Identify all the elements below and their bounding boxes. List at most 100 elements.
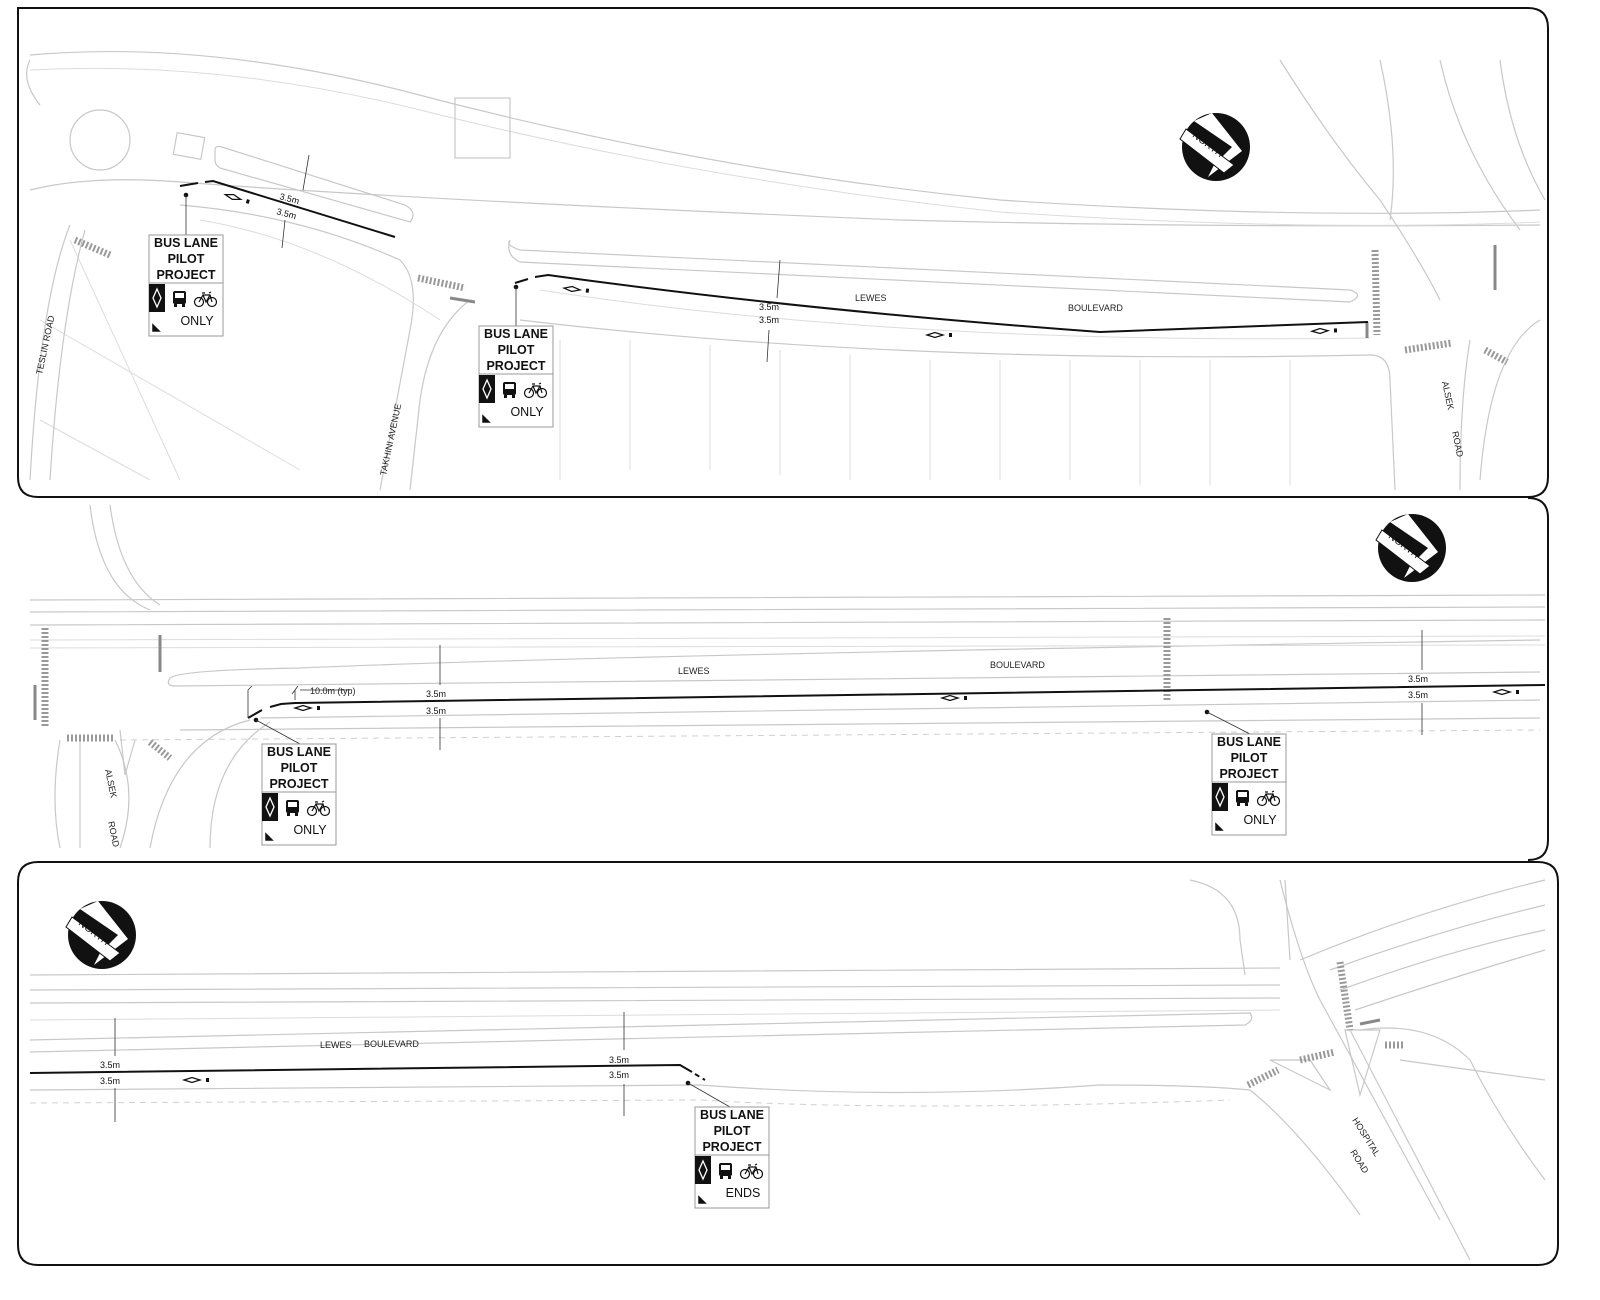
diamond-icon	[265, 796, 275, 818]
sign-word: ONLY	[510, 405, 544, 419]
bus-wheel	[182, 304, 185, 307]
sign-title-line: PILOT	[1231, 751, 1268, 765]
diamond-lane-marker	[939, 694, 967, 702]
sign-title-line: PROJECT	[269, 777, 328, 791]
bicycle-frame	[528, 382, 543, 395]
diamond-lane-marker	[181, 1076, 209, 1084]
diamond-lane-marker	[292, 704, 320, 712]
sign-title-line: PILOT	[498, 343, 535, 357]
north-arrow: NORTH	[65, 901, 136, 969]
diamond-symbol-icon	[1309, 327, 1331, 335]
bus-symbol-icon	[585, 288, 590, 293]
diamond-lane-marker	[924, 331, 952, 339]
sign-title-line: BUS LANE	[484, 327, 548, 341]
dimension-label: 3.5m	[100, 1076, 120, 1086]
north-band	[1375, 529, 1431, 575]
north-arrow: NORTH	[1179, 113, 1250, 181]
bicycle-wheel	[752, 1168, 764, 1180]
diamond-panel	[262, 793, 278, 821]
road-label-lewes: LEWES	[678, 666, 710, 676]
sign-word: ENDS	[726, 1186, 761, 1200]
road-label-alsek-road: ROAD	[1450, 430, 1465, 458]
bicycle-wheel	[1256, 795, 1268, 807]
bus-symbol-icon	[1516, 690, 1519, 694]
bicycle-wheel	[536, 387, 548, 399]
sign-word: ONLY	[1243, 813, 1277, 827]
bicycle-icon	[193, 291, 218, 308]
bus-window	[288, 802, 297, 807]
bicycle-wheel	[1269, 795, 1281, 807]
bicycle-frame	[1261, 790, 1276, 803]
diamond-lane-marker	[1491, 688, 1519, 696]
bus-wheel	[287, 813, 290, 816]
diamond-icon	[152, 287, 162, 309]
bus-icon	[719, 1163, 732, 1179]
bus-window	[1238, 792, 1247, 797]
diamond-lane-marker	[561, 285, 590, 293]
bicycle-wheel	[319, 805, 331, 817]
bus-symbol-icon	[949, 333, 952, 337]
dimension-label: 3.5m	[1408, 674, 1428, 684]
panel-frame	[1527, 497, 1549, 861]
bus-wheel	[504, 395, 507, 398]
bus-icon	[286, 800, 299, 816]
leader-line	[1206, 711, 1251, 735]
sign-title-line: PILOT	[168, 252, 205, 266]
diamond-symbol-icon	[292, 704, 314, 712]
north-arrow-icon	[1194, 113, 1242, 177]
bus-wheel	[1237, 803, 1240, 806]
bicycle-icon	[306, 800, 331, 817]
dimension-label: 3.5m	[275, 206, 297, 221]
diamond-panel	[1212, 783, 1228, 811]
diamond-symbol-icon	[1491, 688, 1513, 696]
sign-title-line: BUS LANE	[154, 236, 218, 250]
bus-symbol-icon	[317, 706, 320, 710]
arrow-down-left-icon	[698, 1195, 707, 1204]
bus-icon	[173, 291, 186, 307]
north-band	[1179, 128, 1235, 174]
bicycle-frame	[744, 1163, 759, 1176]
bus-wheel	[174, 304, 177, 307]
arrow-down-left-icon	[1215, 822, 1224, 831]
bicycle-wheel	[523, 387, 535, 399]
dimension-label: 3.5m	[426, 689, 446, 699]
sign-leaders	[183, 192, 1251, 1108]
panel-3: LEWES BOULEVARD HOSPITAL ROAD 3.5m 3.5m …	[17, 861, 1559, 1266]
diamond-icon	[482, 378, 492, 400]
lane-markings	[181, 193, 1519, 1084]
dimension-label: 3.5m	[100, 1060, 120, 1070]
diamond-panel	[479, 375, 495, 403]
bus-icon	[503, 382, 516, 398]
bus-icon	[1236, 790, 1249, 806]
bicycle-wheel	[306, 805, 318, 817]
sign-title-line: BUS LANE	[1217, 735, 1281, 749]
diamond-symbol-icon	[924, 331, 946, 339]
bicycle-wheel	[206, 296, 218, 308]
typical-spacing-note: 10.0m (typ)	[310, 686, 356, 696]
diamond-symbol-icon	[939, 694, 961, 702]
road-label-alsek: ALSEK	[103, 768, 119, 798]
signs: BUS LANE PILOT PROJECT ONLY BUS LANE PILOT PRO…	[148, 234, 1287, 1209]
bicycle-icon	[739, 1163, 764, 1180]
bicycle-frame	[311, 800, 326, 813]
sign-title-line: PILOT	[281, 761, 318, 775]
diamond-symbol-icon	[561, 285, 583, 293]
diamond-icon	[698, 1159, 708, 1181]
sign-title-line: BUS LANE	[700, 1108, 764, 1122]
panel-frame	[17, 861, 1559, 1266]
dimension-label: 3.5m	[609, 1070, 629, 1080]
diamond-panel	[695, 1156, 711, 1184]
bus-symbol-icon	[1333, 328, 1338, 333]
sign-title-line: PROJECT	[1219, 767, 1278, 781]
diamond-lane-marker	[1309, 327, 1338, 335]
bus-wheel	[295, 813, 298, 816]
road-label-boulevard: BOULEVARD	[1068, 303, 1123, 313]
bus-symbol-icon	[206, 1078, 209, 1082]
bicycle-wheel	[739, 1168, 751, 1180]
road-label-boulevard: BOULEVARD	[364, 1039, 419, 1049]
dimension-label: 3.5m	[609, 1055, 629, 1065]
